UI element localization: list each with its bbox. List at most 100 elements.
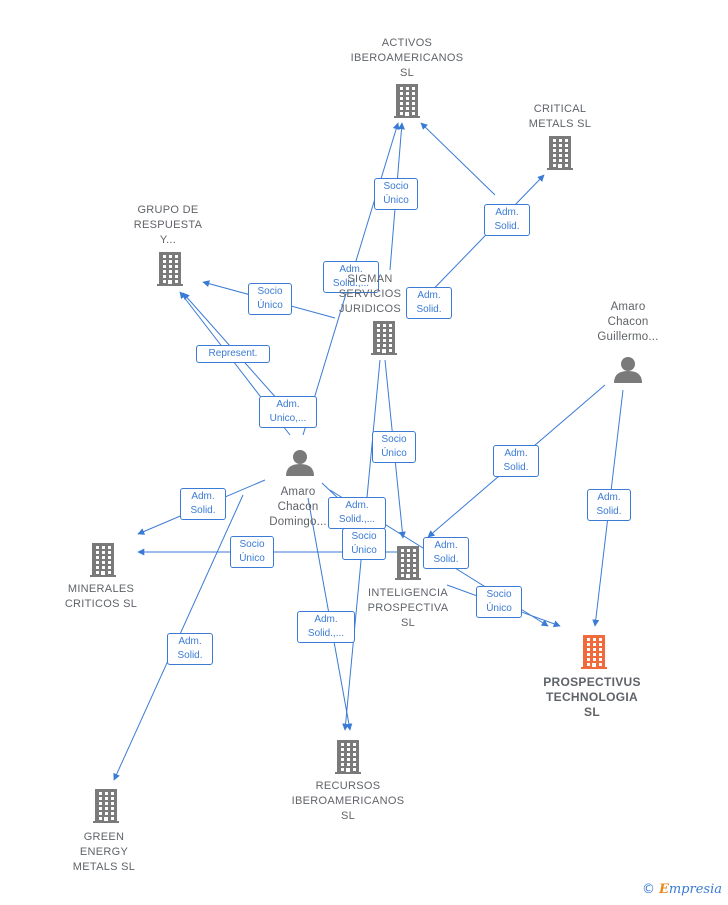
edge-label-line: Socio (383, 181, 409, 192)
edge-label-line: Solid. (494, 221, 520, 232)
edge-label-line: Socio (486, 589, 512, 600)
edge-domingo-to-critical (417, 174, 545, 306)
edge-label-line: Socio (257, 286, 283, 297)
grupo-building-icon[interactable] (157, 252, 183, 286)
minerales-building-icon[interactable] (90, 543, 116, 577)
edge-label-line: Unico,... (269, 413, 307, 424)
node-label-line: CRITICOS SL (64, 598, 138, 610)
node-label-line: MINERALES (67, 583, 135, 595)
node-label-line: Y... (159, 234, 177, 246)
edge-label-domingo-grupo[interactable]: Adm. Unico,... (259, 396, 317, 428)
node-label-line: ACTIVOS (381, 37, 433, 49)
edge-label-line: Socio (351, 531, 377, 542)
edge-label-line: Adm. (417, 290, 441, 301)
node-label-line: SL (400, 617, 416, 629)
edge-label-domingo-grupo[interactable]: Represent. (196, 345, 270, 363)
node-label-line: PROSPECTIVUS (543, 675, 641, 689)
edge-label-domingo-recursos[interactable]: Adm. Solid.,... (297, 611, 355, 643)
node-label-line: GREEN (83, 831, 125, 843)
node-label-grupo[interactable]: GRUPO DE RESPUESTA Y... (93, 203, 243, 248)
edge-label-domingo-prospectivus[interactable]: Adm. Solid. (423, 537, 469, 569)
node-label-line: Chacon (277, 501, 319, 513)
edge-label-line: Adm. (345, 500, 369, 511)
sigman-building-icon[interactable] (371, 321, 397, 355)
node-label-line: Amaro (610, 301, 646, 313)
edge-label-line: Socio (381, 434, 407, 445)
activos-building-icon[interactable] (394, 84, 420, 118)
node-label-line: CRITICAL (533, 103, 587, 115)
edge-label-line: Único (383, 195, 409, 206)
edge-label-guillermo-prospectivus[interactable]: Adm. Solid. (587, 489, 631, 521)
recursos-building-icon[interactable] (335, 740, 361, 774)
edge-label-line: Solid. (190, 505, 216, 516)
edge-label-guillermo-activos[interactable]: Adm.Solid. (484, 204, 530, 236)
node-label-critical[interactable]: CRITICAL METALS SL (485, 102, 635, 132)
edge-label-line: Solid. (596, 506, 622, 517)
edge-label-line: Adm. (597, 492, 621, 503)
edge-label-line: Adm. (314, 614, 338, 625)
edge-label-line: Solid.,... (338, 514, 376, 525)
edge-label-line: Adm. (504, 448, 528, 459)
node-label-line: RECURSOS (315, 780, 381, 792)
copyright-icon: © (641, 882, 655, 897)
edge-label-line: Solid. (177, 650, 203, 661)
domingo-person-icon[interactable] (286, 450, 314, 476)
node-label-minerales[interactable]: MINERALES CRITICOS SL (26, 582, 176, 612)
inteligencia-building-icon[interactable] (395, 546, 421, 580)
edge-label-line: Único (486, 603, 512, 614)
edge-label-line: Adm. (276, 399, 300, 410)
edge-label-guillermo-inteligencia[interactable]: Adm. Solid. (493, 445, 539, 477)
guillermo-person-icon[interactable] (614, 357, 642, 383)
edge-label-domingo-critical[interactable]: Adm. Solid. (406, 287, 452, 319)
edge-label-domingo-minerales[interactable]: Adm. Solid. (180, 488, 226, 520)
edge-label-line: Único (257, 300, 283, 311)
edge-label-line: Adm. (191, 491, 215, 502)
node-label-line: GRUPO DE (137, 204, 199, 216)
edge-label-line: Solid. (416, 304, 442, 315)
node-label-line: SERVICIOS (338, 288, 402, 300)
green-building-icon[interactable] (93, 789, 119, 823)
critical-building-icon[interactable] (547, 136, 573, 170)
copyright-footer: ©Empresia (642, 882, 722, 897)
node-label-line: ENERGY (79, 846, 129, 858)
node-label-line: Amaro (280, 486, 316, 498)
node-label-line: RESPUESTA (133, 219, 203, 231)
edge-label-line: Adm. (178, 636, 202, 647)
edge-label-line: Adm. (339, 264, 363, 275)
brand-letter: E (658, 882, 669, 897)
edge-label-line: Adm. (434, 540, 458, 551)
node-label-line: SL (584, 705, 600, 719)
edge-label-domingo-inteligencia[interactable]: Adm. Solid.,... (328, 497, 386, 529)
edge-label-line: Único (381, 448, 407, 459)
edge-label-line: Único (239, 553, 265, 564)
edge-label-domingo-green[interactable]: Adm. Solid. (167, 633, 213, 665)
edge-guillermo-to-activos (420, 122, 496, 196)
edge-label-line: Solid. (433, 554, 459, 565)
node-label-line: Domingo... (269, 516, 327, 528)
prospectivus-building-icon[interactable] (581, 635, 607, 669)
node-label-line: Chacon (607, 316, 649, 328)
node-label-line: METALS SL (528, 118, 592, 130)
node-label-line: JURIDICOS (339, 303, 401, 315)
edge-label-line: Solid.,... (307, 628, 345, 639)
edge-label-line: Represent. (208, 348, 258, 359)
edge-label-line: Socio (239, 539, 265, 550)
edge-label-domingo-activos[interactable]: Adm.Solid.,... (323, 261, 379, 293)
edge-label-line: Único (351, 545, 377, 556)
node-label-line: PROSPECTIVA (367, 602, 449, 614)
edge-label-line: Solid. (503, 462, 529, 473)
